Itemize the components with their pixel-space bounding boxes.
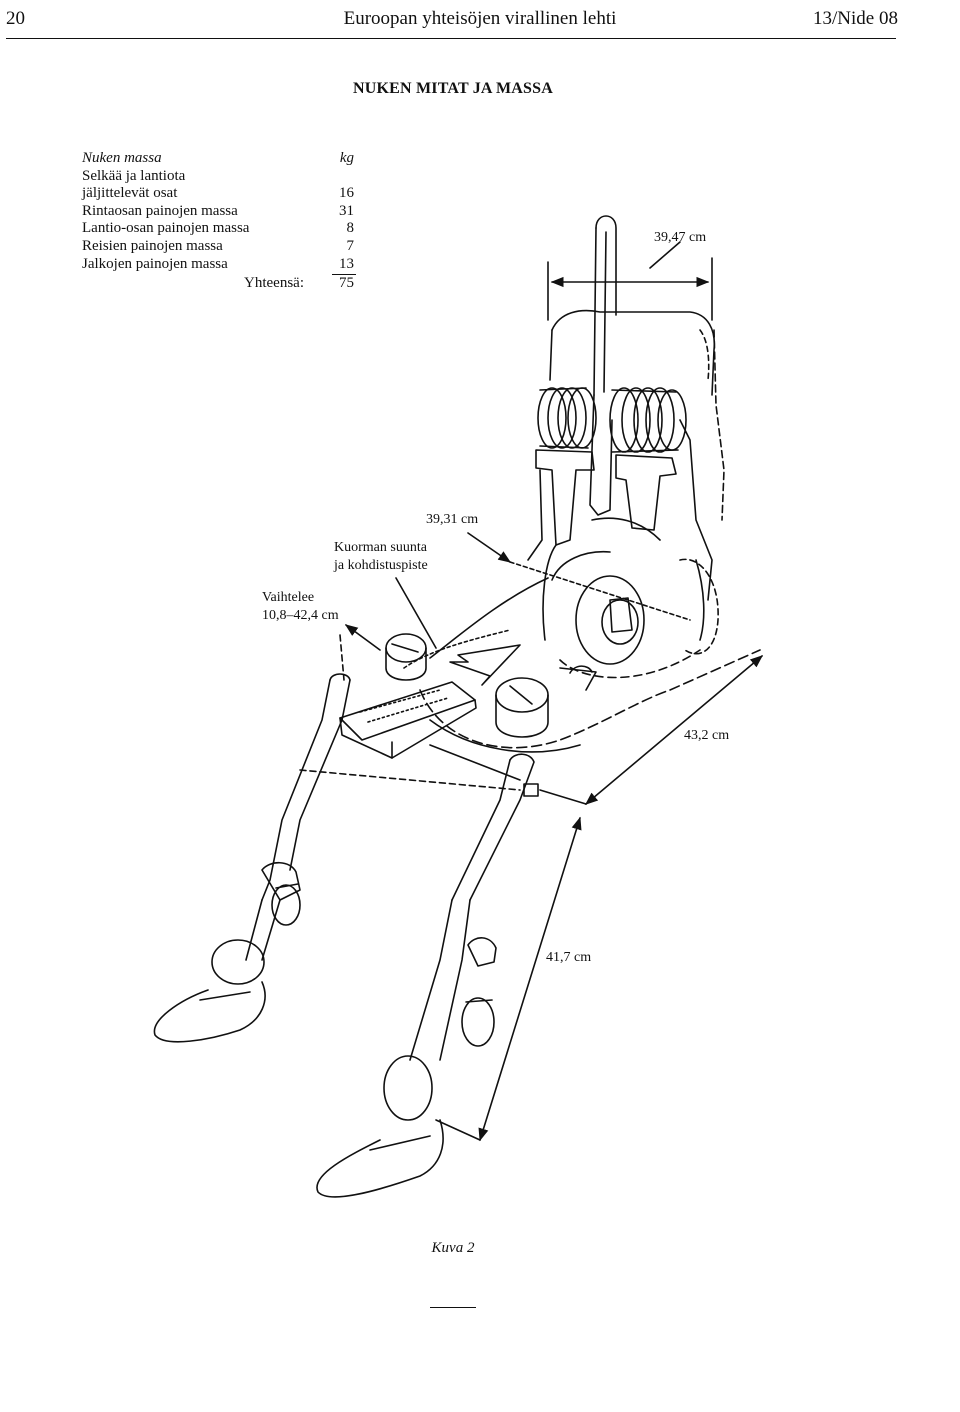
mass-row-label: Rintaosan painojen massa (82, 202, 238, 219)
journal-title: Euroopan yhteisöjen virallinen lehti (343, 8, 617, 29)
label-width-top: 39,47 cm (654, 230, 707, 245)
mass-row: Rintaosan painojen massa 31 (82, 203, 354, 221)
header-rule (6, 38, 896, 39)
right-leg (316, 753, 535, 1198)
mass-heading-label: Nuken massa (82, 150, 162, 166)
mass-table: Nuken massa kg Selkää ja lantiota jäljit… (82, 150, 356, 293)
mass-total-value: 75 (339, 275, 354, 292)
back-plate (549, 309, 725, 521)
mass-row-value: 31 (339, 202, 354, 219)
mass-table-heading: Nuken massa kg (82, 150, 354, 168)
mass-row: Reisien painojen massa 7 (82, 238, 354, 256)
label-varies-1: Vaihtelee (262, 590, 315, 605)
mass-row-value: 7 (346, 237, 355, 254)
mass-row: Selkää ja lantiota (82, 168, 354, 186)
mass-total-label: Yhteensä: (244, 275, 304, 292)
pelvis-joint (551, 550, 719, 679)
mass-row-value: 13 (324, 256, 356, 275)
mass-row-value: 8 (346, 220, 355, 237)
dimension-varies (339, 624, 381, 681)
label-load-direction-2: ja kohdistuspiste (334, 558, 428, 573)
cylinder-left (385, 633, 427, 681)
mass-unit: kg (339, 150, 354, 166)
volume-number: 13/Nide 08 (813, 8, 898, 29)
mass-row-label: Jalkojen painojen massa (82, 255, 228, 272)
cylinder-right (495, 677, 549, 738)
mass-row-label: Lantio-osan painojen massa (82, 220, 250, 237)
dimension-lower-leg (435, 816, 582, 1142)
support-pole (589, 215, 617, 516)
dimension-width-top (547, 241, 713, 321)
dimension-seat-depth (467, 532, 691, 621)
load-point-leader (395, 577, 437, 649)
mass-row-label: Selkää ja lantiota (82, 167, 186, 184)
loading-plate (339, 681, 477, 759)
mass-row-label: jäljittelevät osat (82, 185, 178, 202)
mass-row: Jalkojen painojen massa 13 (82, 255, 356, 275)
load-direction-arrow (403, 577, 549, 686)
label-lower-leg-length: 41,7 cm (546, 950, 592, 965)
mass-row: jäljittelevät osat 16 (82, 185, 354, 203)
label-varies-2: 10,8–42,4 cm (262, 608, 339, 623)
label-load-direction-1: Kuorman suunta (334, 540, 427, 555)
footer-rule (430, 1307, 476, 1308)
torso-frame (527, 419, 713, 641)
page-title: NUKEN MITAT JA MASSA (352, 80, 554, 97)
knee-crossbar (299, 744, 539, 797)
chest-weights-left (537, 387, 597, 449)
mass-total-row: Yhteensä: 75 (82, 275, 354, 293)
mass-row: Lantio-osan painojen massa 8 (82, 220, 354, 238)
dimension-thigh (539, 655, 763, 805)
page-number: 20 (6, 8, 25, 29)
chest-weights-right (609, 387, 687, 453)
label-thigh-length: 43,2 cm (684, 728, 730, 743)
left-leg (153, 673, 351, 1043)
mass-row-value: 16 (339, 185, 354, 202)
figure-caption: Kuva 2 (431, 1240, 475, 1256)
mass-row-label: Reisien painojen massa (82, 237, 223, 254)
label-seat-depth: 39,31 cm (426, 512, 479, 527)
